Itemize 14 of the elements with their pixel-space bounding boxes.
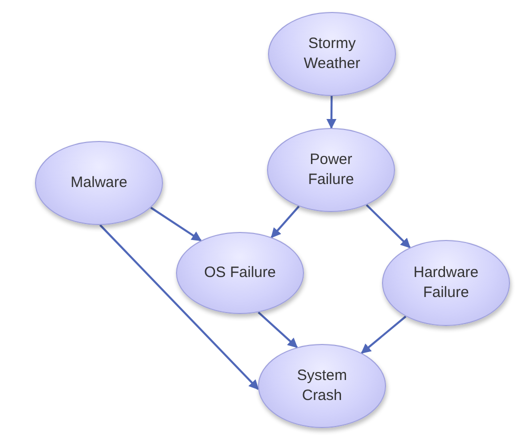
node-label: Power Failure (307, 150, 355, 190)
node-label: System Crash (296, 366, 348, 406)
node-label: Stormy Weather (302, 34, 362, 74)
node-label: OS Failure (204, 263, 276, 283)
arrow (99, 224, 259, 390)
arrow (326, 96, 336, 129)
arrow (360, 316, 406, 354)
ellipse-node (176, 232, 304, 314)
node-label: Malware (70, 173, 128, 193)
node-label: Hardware Failure (412, 263, 480, 303)
arrow (258, 312, 298, 348)
arrow (366, 204, 411, 248)
arrow (150, 206, 202, 242)
arrow (270, 206, 300, 238)
